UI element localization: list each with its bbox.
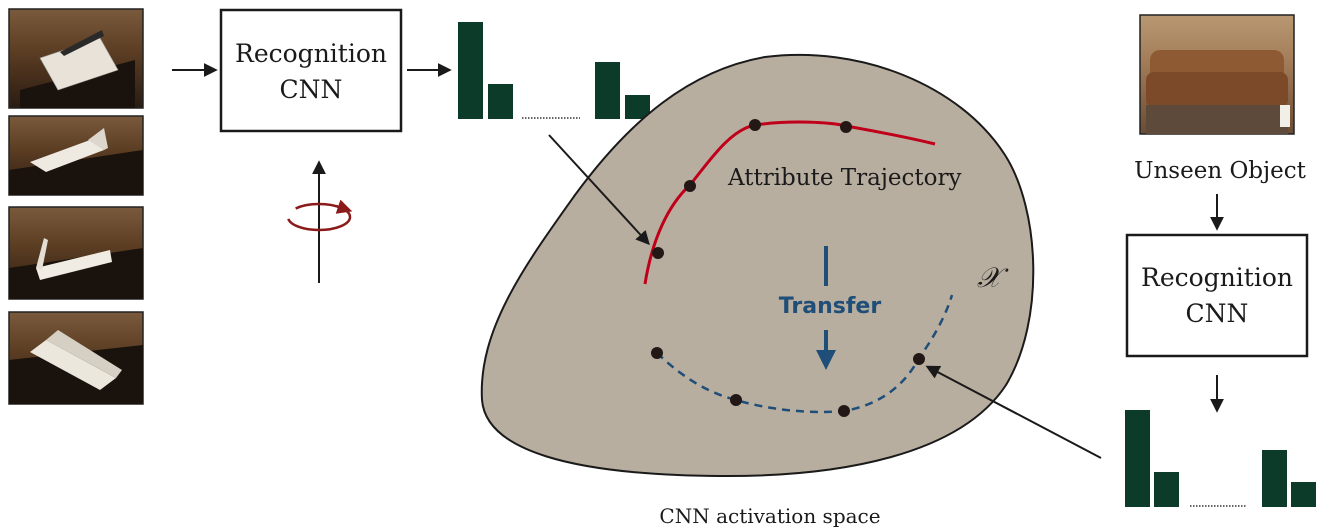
hist-left-bar-1 <box>458 22 483 119</box>
cnn-box-right-line1: Recognition <box>1141 263 1293 292</box>
arrow-features-to-trajectory <box>548 134 650 246</box>
inferred-point-3 <box>838 405 850 417</box>
hist-right-bar-4 <box>1291 482 1316 507</box>
laptop-photo-2 <box>8 115 144 196</box>
hist-right-bar-3 <box>1262 450 1287 507</box>
inferred-point-1 <box>651 347 663 359</box>
trajectory-point-2 <box>684 180 696 192</box>
activation-space-caption: CNN activation space <box>659 504 880 528</box>
trajectory-point-3 <box>749 119 761 131</box>
attribute-trajectory-label: Attribute Trajectory <box>727 165 962 191</box>
unseen-object-label: Unseen Object <box>1134 158 1307 184</box>
rotation-arrow-icon <box>286 199 353 232</box>
trajectory-point-4 <box>840 121 852 133</box>
trajectory-point-1 <box>652 247 664 259</box>
hist-left-bar-2 <box>488 84 513 119</box>
sofa-photo <box>1139 14 1295 135</box>
feature-histogram-left <box>458 22 650 119</box>
recognition-cnn-box-left: Recognition CNN <box>219 8 403 133</box>
inferred-point-4 <box>913 353 925 365</box>
hist-right-bar-1 <box>1125 410 1150 507</box>
cnn-box-left-line1: Recognition <box>235 39 387 68</box>
transfer-label: Transfer <box>779 294 882 319</box>
hist-left-bar-3 <box>595 62 620 119</box>
cnn-box-right-line2: CNN <box>1186 299 1249 328</box>
feature-histogram-right <box>1125 410 1316 507</box>
laptop-photo-4 <box>8 311 144 405</box>
cnn-box-left-line2: CNN <box>280 75 343 104</box>
laptop-photo-1 <box>8 8 144 109</box>
recognition-cnn-box-right: Recognition CNN <box>1125 233 1309 358</box>
inferred-point-2 <box>730 394 742 406</box>
hist-right-bar-2 <box>1154 472 1179 507</box>
arrow-unseen-features-to-space <box>925 365 1102 459</box>
laptop-photo-3 <box>8 206 144 300</box>
activation-space-region <box>480 53 1035 478</box>
